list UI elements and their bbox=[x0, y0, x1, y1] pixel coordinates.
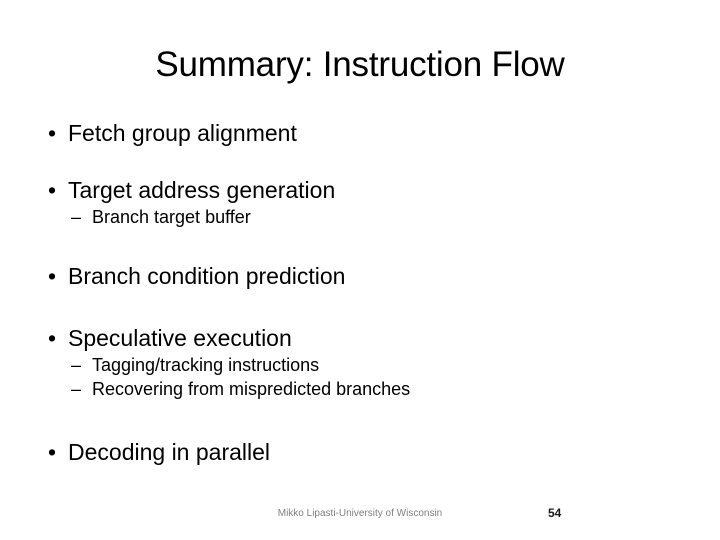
bullet-dash-icon: – bbox=[71, 207, 82, 227]
sub-bullet-item-4-2: – Recovering from mispredicted branches bbox=[40, 377, 680, 401]
spacer bbox=[40, 148, 680, 175]
bullet-label: Speculative execution bbox=[68, 325, 292, 351]
spacer bbox=[40, 291, 680, 323]
bullet-dot-icon: • bbox=[48, 325, 57, 351]
bullet-item-3: • Branch condition prediction bbox=[40, 261, 680, 291]
bullet-item-4: • Speculative execution bbox=[40, 323, 680, 353]
sub-bullet-item-4-1: – Tagging/tracking instructions bbox=[40, 353, 680, 377]
footer-attribution: Mikko Lipasti-University of Wisconsin bbox=[277, 508, 443, 519]
bullet-dot-icon: • bbox=[48, 439, 57, 465]
sub-bullet-label: Tagging/tracking instructions bbox=[92, 355, 320, 375]
bullet-item-2: • Target address generation bbox=[40, 175, 680, 205]
spacer bbox=[40, 401, 680, 433]
bullet-item-5: • Decoding in parallel bbox=[40, 437, 680, 467]
spacer bbox=[40, 229, 680, 261]
bullet-dash-icon: – bbox=[71, 355, 82, 375]
sub-bullet-label: Branch target buffer bbox=[92, 207, 251, 227]
sub-bullet-label: Recovering from mispredicted branches bbox=[92, 379, 411, 399]
page-title: Summary: Instruction Flow bbox=[155, 45, 565, 84]
bullet-dash-icon: – bbox=[71, 379, 82, 399]
bullet-item-1: • Fetch group alignment bbox=[40, 118, 680, 148]
page-number: 54 bbox=[548, 506, 562, 520]
bullet-label: Fetch group alignment bbox=[68, 120, 297, 146]
bullet-dot-icon: • bbox=[48, 177, 57, 203]
bullet-label: Decoding in parallel bbox=[68, 439, 271, 465]
sub-bullet-item-2-1: – Branch target buffer bbox=[40, 205, 680, 229]
bullet-label: Branch condition prediction bbox=[68, 263, 346, 289]
bullet-label: Target address generation bbox=[68, 177, 336, 203]
bullet-dot-icon: • bbox=[48, 263, 57, 289]
slide-body: • Fetch group alignment • Target address… bbox=[40, 118, 680, 467]
bullet-dot-icon: • bbox=[48, 120, 57, 146]
